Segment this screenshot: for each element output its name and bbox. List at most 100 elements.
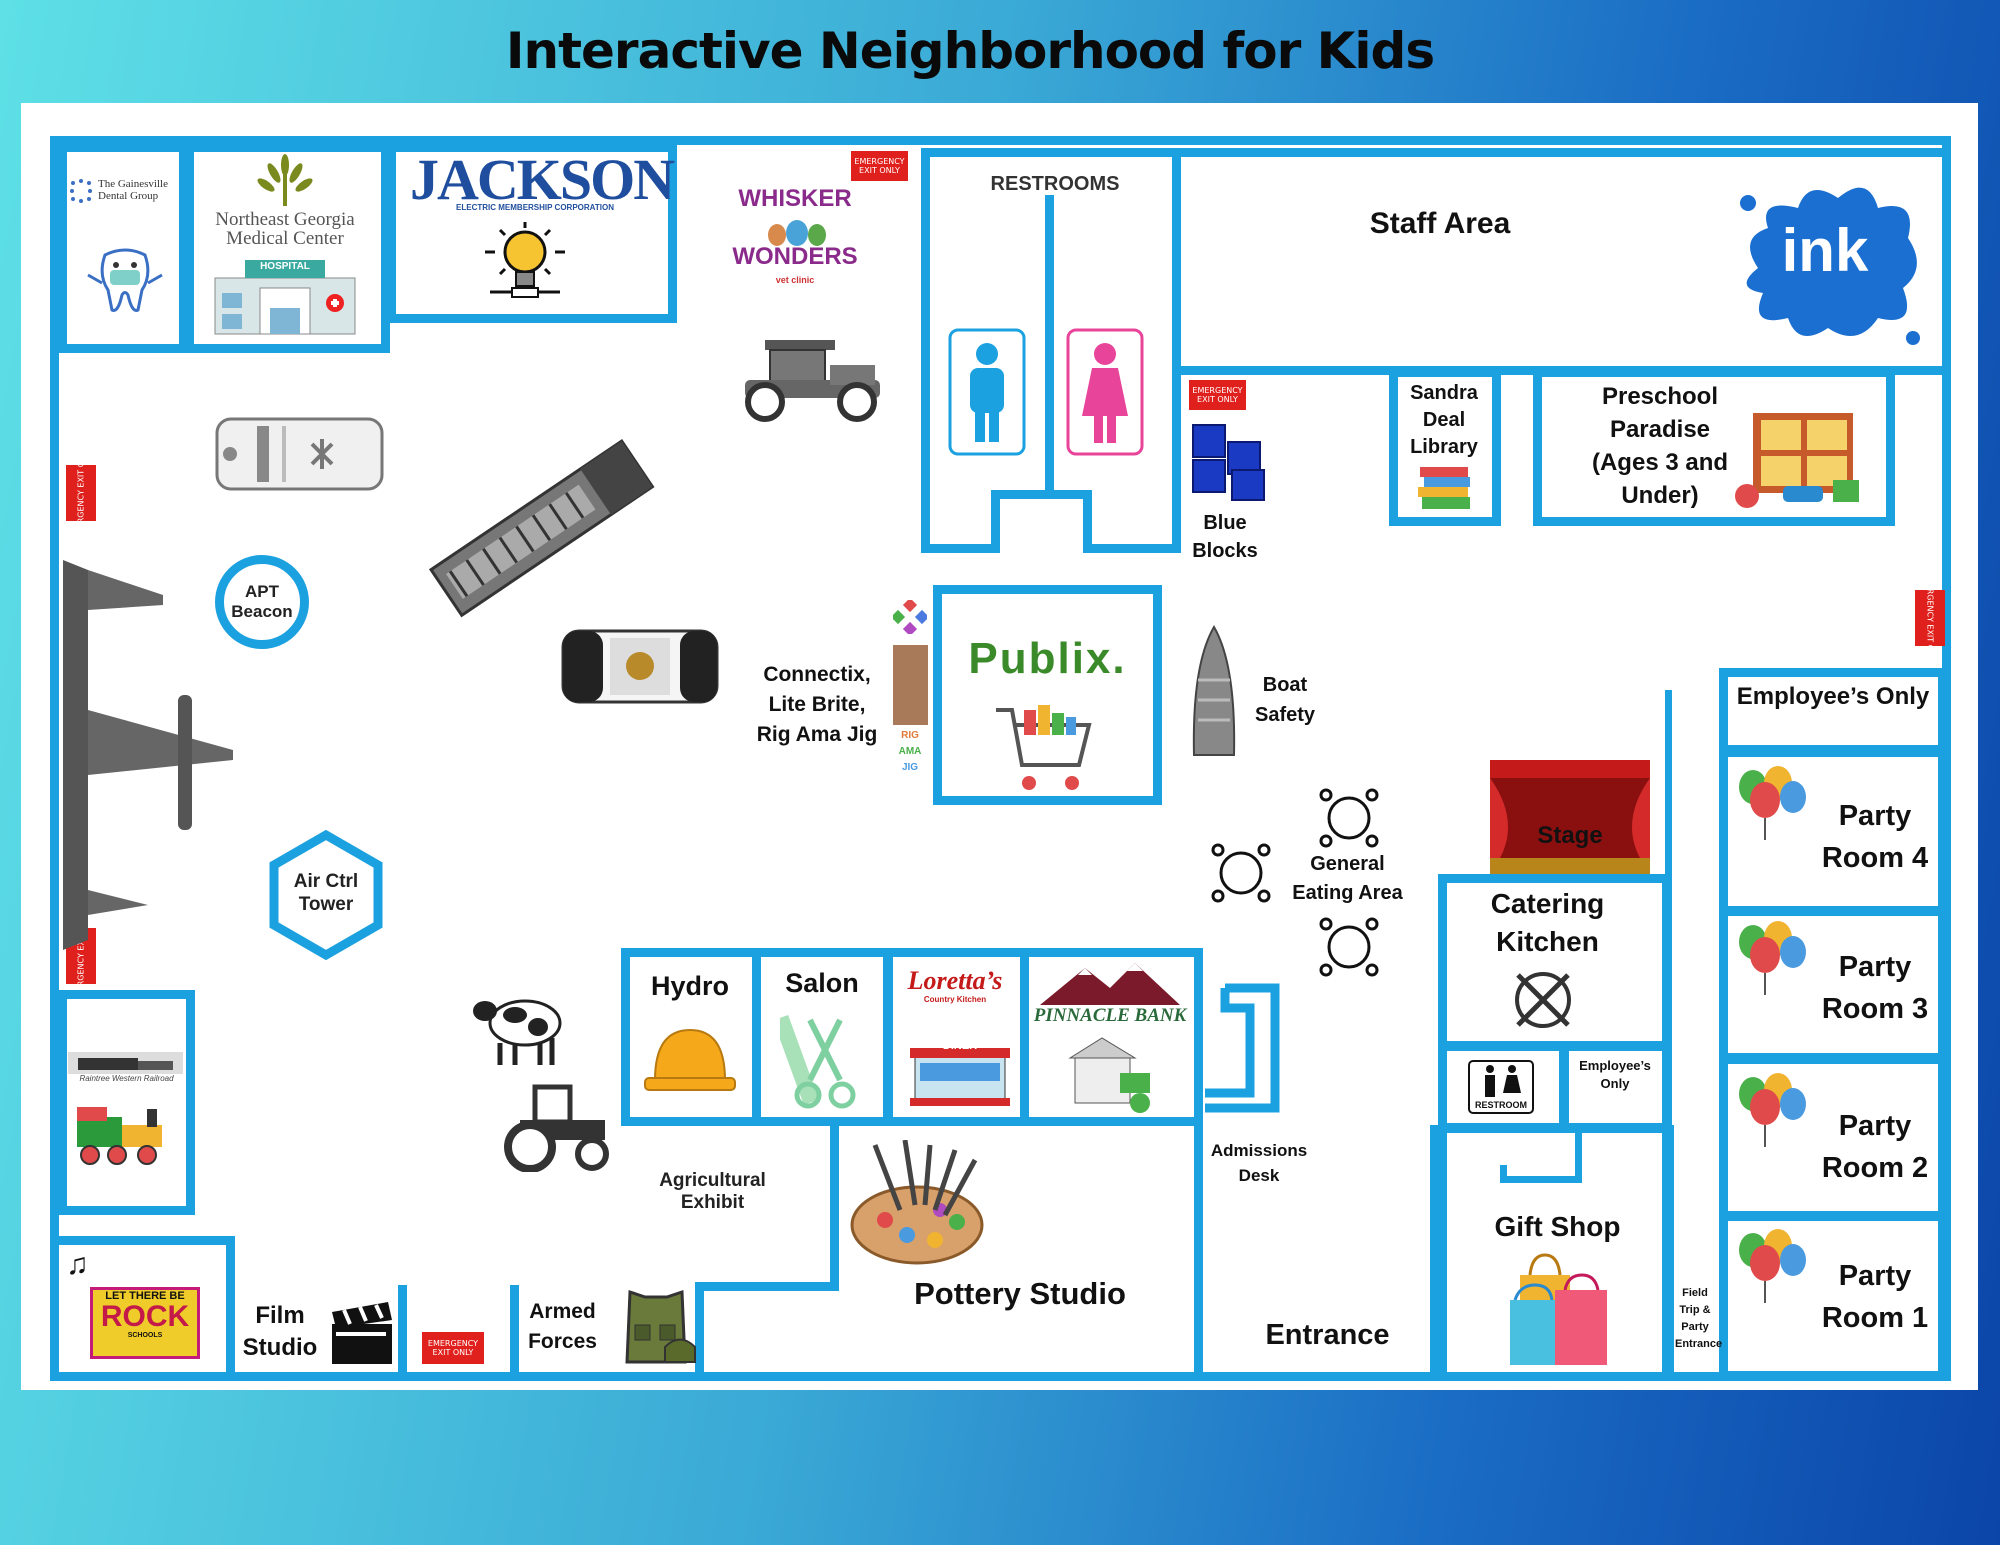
admissions-desk-icon[interactable] [1200, 983, 1285, 1113]
lightbulb-icon [485, 222, 565, 298]
film-studio-label: Film Studio [242, 1302, 318, 1361]
police-car-icon[interactable] [560, 628, 720, 705]
party-room-1-label: Party Room 1 [1821, 1260, 1929, 1334]
jig-label: JIG [901, 762, 919, 773]
employees-only-label: Employee’s Only [1736, 683, 1930, 710]
ama-label: AMA [898, 746, 922, 757]
restrooms-wall [991, 490, 1000, 553]
jackson-brand: JACKSON [410, 147, 675, 212]
hospital-room[interactable] [185, 143, 390, 353]
emergency-exit-sign: EMERGENCY EXIT ONLY [66, 446, 96, 540]
armed-forces-wall [510, 1285, 519, 1380]
air-ctrl-tower-hexagon[interactable] [266, 830, 386, 960]
rock-school-logo: LET THERE BE ROCK SCHOOLS [90, 1287, 200, 1359]
airplane-icon[interactable] [58, 560, 278, 950]
emergency-exit-sign: EMERGENCY EXIT ONLY [1915, 571, 1945, 665]
stage-label: Stage [1537, 822, 1603, 849]
rock-school-line1: LET THERE BE [105, 1290, 185, 1302]
pottery-wall [1194, 948, 1203, 1380]
womens-restroom-icon[interactable] [1066, 328, 1144, 456]
apt-beacon[interactable] [215, 555, 309, 649]
outer-wall-left [50, 136, 59, 1381]
emergency-exit-sign: EMERGENCY EXIT ONLY [851, 151, 908, 181]
balloons-icon [1739, 1073, 1806, 1147]
employees-only-room[interactable] [1719, 668, 1947, 754]
party-room-4[interactable] [1719, 748, 1947, 915]
emergency-exit-sign: EMERGENCY EXIT ONLY [422, 1332, 484, 1364]
gift-shop-entry-wall [1500, 1176, 1582, 1183]
staff-area-label: Staff Area [1369, 207, 1511, 240]
boat-icon[interactable] [1190, 625, 1238, 765]
stage-curtain-icon[interactable] [1490, 760, 1650, 875]
dental-room[interactable] [58, 143, 188, 353]
diner-icon [910, 1048, 1010, 1106]
pottery-wall [695, 1282, 704, 1380]
art-palette-icon [850, 1140, 984, 1265]
pottery-wall [621, 1117, 633, 1126]
salon-label: Salon [785, 968, 859, 998]
apt-beacon-label: APT Beacon [231, 582, 293, 621]
pottery-wall [830, 1117, 839, 1290]
restrooms-wall [921, 544, 999, 553]
boat-safety-label: Boat Safety [1254, 674, 1316, 726]
ink-splat-logo [1740, 187, 1920, 345]
train-icon[interactable] [72, 1097, 172, 1167]
pottery-wall [695, 1282, 839, 1291]
vet-brand-bottom: WONDERS [732, 243, 858, 270]
field-trip-entrance-wall [1665, 1125, 1674, 1380]
employees-only-small-label: Employee’s Only [1579, 1058, 1651, 1091]
clapperboard-icon [332, 1302, 392, 1364]
rig-ama-jig-icon: RIG AMA JIG [885, 728, 935, 776]
vet-brand-top: WHISKER [738, 185, 852, 212]
table-icon [1319, 917, 1379, 977]
shopping-cart-icon [996, 705, 1092, 790]
publix-room[interactable] [933, 585, 1162, 805]
party-room-2-label: Party Room 2 [1821, 1110, 1929, 1184]
connectix-label: Connectix, Lite Brite, Rig Ama Jig [756, 663, 878, 746]
dental-group-name: The Gainesville Dental Group [98, 178, 168, 202]
balloons-icon [1739, 766, 1806, 840]
library-room[interactable] [1389, 368, 1501, 526]
emergency-exit-sign: EMERGENCY EXIT ONLY [1189, 380, 1246, 410]
blue-blocks-icon [1192, 424, 1265, 501]
gift-shop-entry-wall [1500, 1165, 1507, 1183]
fire-truck-icon[interactable] [415, 420, 670, 630]
scissors-comb-icon [780, 1014, 856, 1109]
restrooms-wall [991, 490, 1091, 499]
restrooms-wall [1083, 544, 1178, 553]
lorettas-subtitle: Country Kitchen [923, 995, 987, 1004]
middle-shops-wall [621, 948, 1203, 957]
air-ctrl-tower-label: Air Ctrl Tower [293, 871, 359, 915]
table-icon [1211, 843, 1271, 903]
page-title: Interactive Neighborhood for Kids [505, 22, 1435, 80]
tooth-icon [87, 248, 163, 312]
restrooms-divider [1045, 195, 1054, 495]
pets-icon [768, 220, 826, 246]
cow-icon [473, 999, 562, 1065]
admissions-desk-label: Admissions Desk [1210, 1141, 1308, 1185]
restrooms-wall [921, 148, 930, 553]
vet-subtitle: vet clinic [775, 275, 815, 285]
restrooms-wall [921, 148, 1181, 157]
restrooms-label: RESTROOMS [990, 173, 1120, 195]
gift-shop-entry-wall [1575, 1128, 1582, 1183]
balloons-icon [1739, 1229, 1806, 1303]
ambulance-icon[interactable] [212, 414, 387, 494]
outer-wall-bottom [50, 1372, 1950, 1381]
hydro-label: Hydro [650, 971, 729, 1001]
mens-restroom-icon[interactable] [948, 328, 1026, 456]
blue-blocks-label: Blue Blocks [1192, 512, 1258, 562]
railroad-room[interactable] [58, 990, 195, 1215]
tractor-icon [504, 1084, 609, 1172]
eating-area-label: General Eating Area [1292, 853, 1403, 904]
staff-area-wall [1172, 148, 1947, 157]
rock-school-line3: SCHOOLS [127, 1332, 163, 1339]
jackson-subtitle: ELECTRIC MEMBERSHIP CORPORATION [456, 203, 614, 212]
hospital-sign: HOSPITAL [260, 261, 310, 272]
connectix-icon [893, 600, 927, 634]
mountain-logo-icon [1040, 963, 1180, 1005]
ink-logo-text: ink [1781, 217, 1869, 284]
railroad-logo-icon [68, 1052, 183, 1074]
balloons-icon [1739, 921, 1806, 995]
bank-money-icon [1068, 1037, 1150, 1113]
